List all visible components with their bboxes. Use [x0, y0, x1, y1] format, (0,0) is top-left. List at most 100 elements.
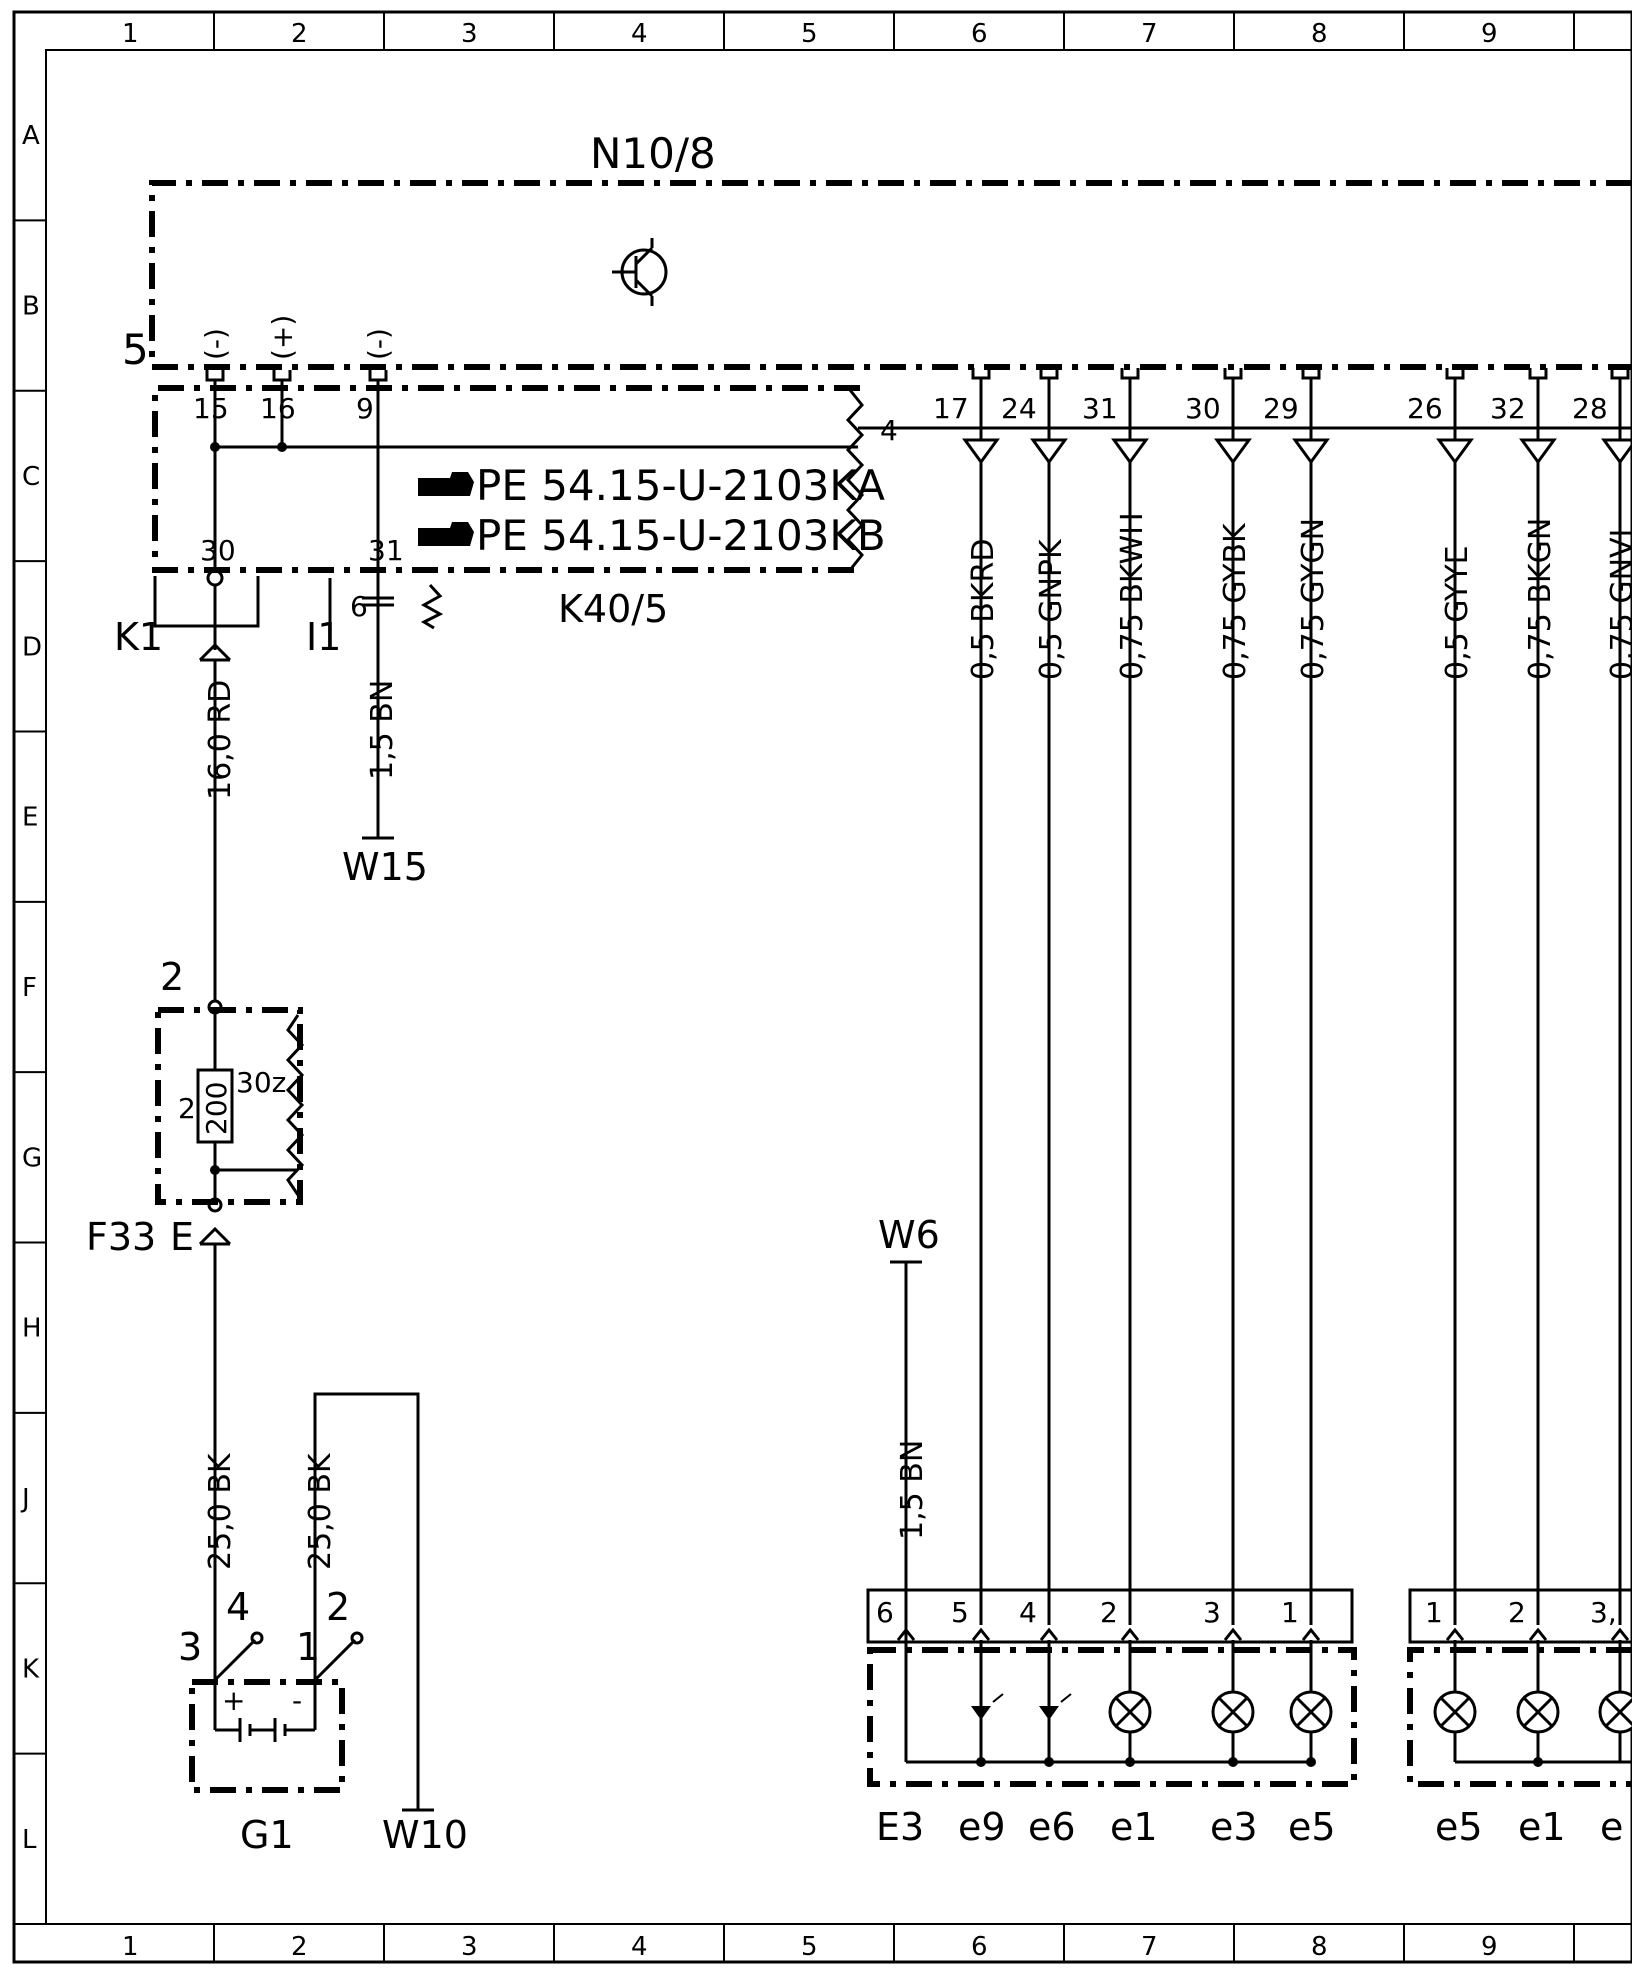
right-unit-lamp-label: e5 — [1435, 1805, 1483, 1849]
plug-connector-icon — [1601, 438, 1632, 465]
grid-column-label: 9 — [1481, 1932, 1498, 1962]
grid-row-label: A — [22, 121, 40, 151]
grid-column-label: 3 — [461, 19, 478, 49]
grid-column-label: 7 — [1141, 1932, 1158, 1962]
label-w6: W6 — [878, 1213, 940, 1257]
right-unit-pin-label: 2 — [1508, 1596, 1526, 1629]
reference-text-b: PE 54.15-U-2103KB — [476, 511, 886, 560]
g1-pin-2-label: 2 — [326, 1585, 350, 1629]
n10-8-pin-label: 29 — [1263, 392, 1299, 425]
label-f33-e: E — [170, 1215, 194, 1259]
module-n10-8-outline — [149, 180, 1632, 370]
grid-row-label: E — [22, 803, 38, 833]
grid-column-label: 1 — [122, 1932, 139, 1962]
k40-5-junctions — [210, 442, 287, 452]
plug-connector-icon — [1111, 438, 1149, 465]
bulb-icon — [1211, 1690, 1255, 1734]
wire-label-16-rd: 16,0 RD — [203, 680, 238, 800]
e3-lamp-label: e5 — [1288, 1805, 1336, 1849]
connector-pin-icon — [1610, 1627, 1630, 1641]
grid-column-label: 1 — [122, 19, 139, 49]
g1-wiring — [213, 1244, 434, 1812]
battery-g1-outline — [189, 1679, 345, 1793]
right-unit-lamp-label: e1 — [1518, 1805, 1566, 1849]
e3-pin-label: 4 — [1019, 1596, 1037, 1629]
g1-pin-1-label: 1 — [296, 1625, 320, 1669]
connector-pin-icon — [896, 1627, 916, 1641]
connector-pin-icon — [971, 1627, 991, 1641]
fuse-f33-junction — [210, 1165, 220, 1175]
bulb-icon — [1289, 1690, 1333, 1734]
e3-pin-label: 1 — [1281, 1596, 1299, 1629]
g1-plus-label: + — [222, 1684, 245, 1717]
e3-lamp-label: e9 — [958, 1805, 1006, 1849]
grid-row-label: J — [20, 1484, 30, 1514]
transistor-icon — [612, 238, 668, 306]
g1-pin-4-label: 4 — [226, 1585, 250, 1629]
pin-label-5: 5 — [122, 325, 149, 374]
i1-pin-6-label: 6 — [350, 590, 368, 623]
k1-and-i1-connections — [153, 569, 444, 840]
pin-label-4: 4 — [880, 414, 898, 447]
label-k1: K1 — [114, 615, 163, 659]
grid-column-label: 2 — [291, 1932, 308, 1962]
right-unit-pin-label: 1 — [1425, 1596, 1443, 1629]
label-n10-8: N10/8 — [590, 129, 716, 178]
grid-column-label: 8 — [1311, 1932, 1328, 1962]
grid-row-label: C — [22, 462, 40, 492]
f33-e-connector-icon — [198, 1226, 232, 1246]
n10-8-pin-label: 17 — [933, 392, 969, 425]
right-unit-pin-label: 3, — [1590, 1596, 1617, 1629]
grid-row-label: G — [22, 1143, 42, 1173]
n10-8-pin-label: 28 — [1572, 392, 1608, 425]
lamp-unit-right-connector — [1408, 1588, 1632, 1644]
k40-5-polarity-label: (-) — [199, 328, 232, 360]
n10-8-wire-label: 0,75 BKWH — [1115, 512, 1150, 680]
label-e3: E3 — [876, 1805, 924, 1849]
grid-row-label: B — [22, 292, 40, 322]
wire-label-w6-bn: 1,5 BN — [895, 1440, 930, 1540]
led-ray — [1060, 1693, 1072, 1703]
k40-5-break-zigzag — [845, 389, 865, 571]
wire-label-g1-bk-a: 25,0 BK — [203, 1452, 238, 1570]
plug-connector-icon — [962, 438, 1000, 465]
grid-row-label: L — [22, 1825, 37, 1855]
fuse-30z-label: 30z — [236, 1066, 286, 1099]
k40-5-pin-label: 15 — [193, 392, 229, 425]
reference-text-a: PE 54.15-U-2103KA — [476, 461, 885, 510]
n10-8-pin-label: 30 — [1185, 392, 1221, 425]
k40-5-pin-label: 9 — [356, 392, 374, 425]
e3-pin-label: 5 — [951, 1596, 969, 1629]
f33-pin-2-label: 2 — [160, 955, 184, 999]
grid-column-label: 5 — [801, 19, 818, 49]
pointing-hand-icon — [418, 472, 474, 496]
connector-pin-icon — [205, 370, 225, 382]
n10-8-wire-label: 0,75 GYGN — [1296, 518, 1331, 680]
right-unit-lamp-label: e — [1600, 1805, 1623, 1849]
bulb-icon — [1598, 1690, 1632, 1734]
e3-lamp-label: e1 — [1110, 1805, 1158, 1849]
grid-column-label: 6 — [971, 1932, 988, 1962]
junction-dot — [1306, 1757, 1316, 1767]
connector-pin-icon — [1039, 1627, 1059, 1641]
n10-8-pin-label: 26 — [1407, 392, 1443, 425]
junction-dot — [1044, 1757, 1054, 1767]
plug-connector-icon — [1030, 438, 1068, 465]
grid-row-label: H — [22, 1314, 42, 1344]
led-ray — [992, 1693, 1004, 1703]
junction-dot — [1228, 1757, 1238, 1767]
grid-column-label: 4 — [631, 1932, 648, 1962]
grid-column-label: 8 — [1311, 19, 1328, 49]
n10-8-pin-label: 32 — [1490, 392, 1526, 425]
led-icon — [971, 1706, 991, 1720]
connector-pin-icon — [1223, 1627, 1243, 1641]
lamp-unit-e3-outline — [867, 1647, 1357, 1787]
k40-5-polarity-label: (-) — [362, 328, 395, 360]
n10-8-pin-label: 31 — [1082, 392, 1118, 425]
label-f33: F33 — [86, 1215, 156, 1259]
